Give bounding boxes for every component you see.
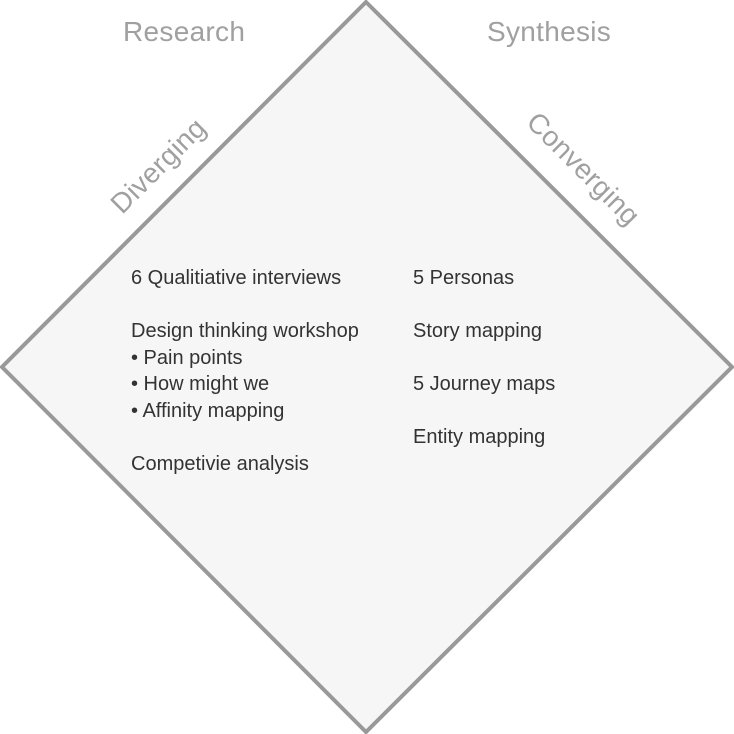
research-title: Research bbox=[123, 16, 246, 47]
synthesis-activity-item: 5 Journey maps bbox=[413, 373, 556, 395]
synthesis-activity-group: 5 Journey maps bbox=[413, 371, 555, 398]
research-activity-item: 6 Qualitiative interviews bbox=[131, 267, 342, 289]
synthesis-activity-item: Story mapping bbox=[413, 320, 542, 342]
research-activity-item: • How might we bbox=[131, 373, 270, 395]
research-activity-item: Competivie analysis bbox=[131, 452, 309, 475]
research-activity-item: Design thinking workshop bbox=[131, 320, 359, 342]
synthesis-title: Synthesis bbox=[487, 16, 612, 47]
research-activity-group: Design thinking workshop • Pain points • H… bbox=[131, 318, 359, 424]
research-activity-item: • Affinity mapping bbox=[131, 399, 285, 422]
synthesis-activity-item: Entity mapping bbox=[413, 426, 546, 448]
research-activity-group: Competivie analysis bbox=[131, 451, 359, 478]
synthesis-activity-group: Entity mapping bbox=[413, 424, 555, 451]
research-activity-group: 6 Qualitiative interviews bbox=[131, 265, 359, 292]
synthesis-activity-item: 5 Personas bbox=[413, 267, 515, 289]
research-activity-item: • Pain points bbox=[131, 346, 243, 369]
synthesis-activity-group: Story mapping bbox=[413, 318, 555, 345]
synthesis-activity-group: 5 Personas bbox=[413, 265, 555, 292]
